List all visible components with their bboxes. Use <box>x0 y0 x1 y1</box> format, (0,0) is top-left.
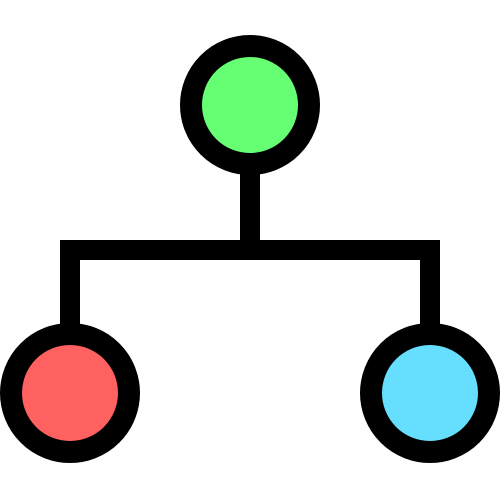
connector-lines <box>60 166 440 325</box>
left-child-node <box>0 323 140 463</box>
right-child-node <box>360 323 500 463</box>
top-node <box>180 35 320 175</box>
